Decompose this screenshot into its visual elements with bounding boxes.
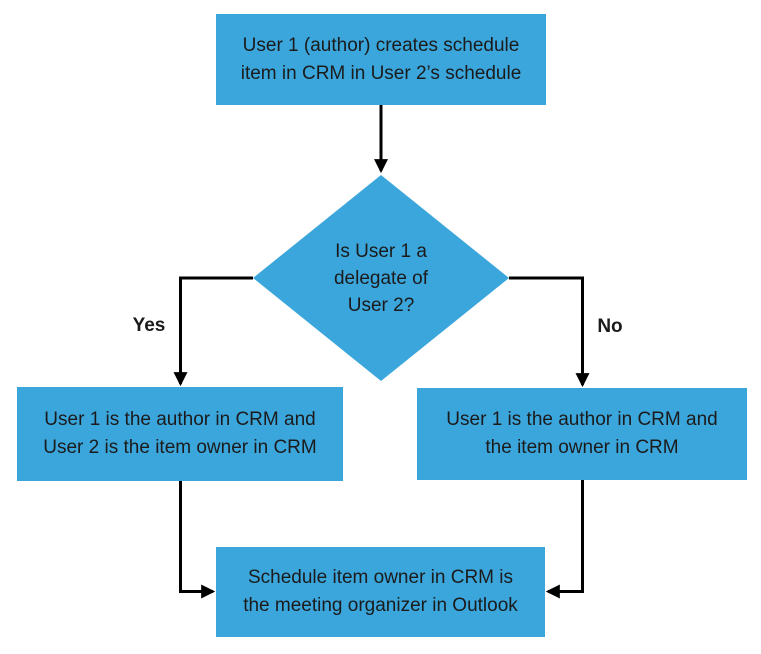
node-decision-text-line3: User 2? bbox=[347, 294, 415, 316]
node-no-outcome: User 1 is the author in CRM and the item… bbox=[417, 388, 747, 480]
arrow-no-to-end bbox=[545, 480, 584, 599]
node-start-text-line1: User 1 (author) creates schedule bbox=[242, 34, 520, 56]
node-end-text-line1: Schedule item owner in CRM is bbox=[247, 567, 514, 588]
node-end: Schedule item owner in CRM is the meetin… bbox=[216, 547, 545, 637]
edge-label-no: No bbox=[597, 316, 623, 337]
arrow-yes-to-end bbox=[179, 481, 216, 599]
node-yes-text-line1: User 1 is the author in CRM and bbox=[44, 409, 316, 430]
node-yes-outcome: User 1 is the author in CRM and User 2 i… bbox=[17, 387, 343, 481]
node-start: User 1 (author) creates schedule item in… bbox=[216, 14, 546, 105]
arrow-decision-no bbox=[509, 276, 590, 388]
node-end-text-line2: the meeting organizer in Outlook bbox=[243, 595, 518, 616]
node-no-text-line2: the item owner in CRM bbox=[485, 437, 679, 458]
node-no-text-line1: User 1 is the author in CRM and bbox=[446, 409, 718, 430]
node-yes-text-line2: User 2 is the item owner in CRM bbox=[43, 437, 317, 458]
arrow-decision-yes bbox=[173, 276, 253, 387]
node-decision-text-line1: Is User 1 a bbox=[335, 240, 427, 262]
node-start-text-line2: item in CRM in User 2’s schedule bbox=[240, 62, 522, 84]
node-decision-text-line2: delegate of bbox=[333, 267, 429, 289]
edge-label-yes: Yes bbox=[132, 315, 166, 336]
